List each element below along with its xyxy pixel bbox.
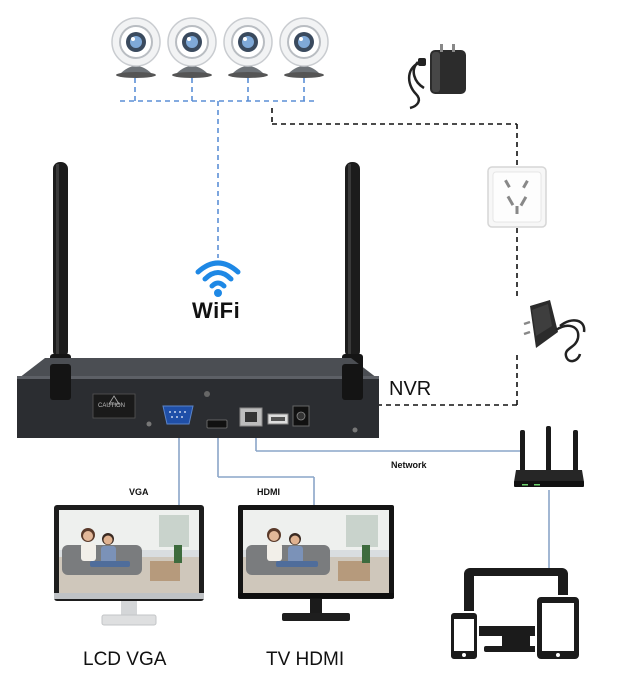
tv-monitor xyxy=(238,505,394,627)
network-label: Network xyxy=(391,460,427,470)
ip-camera-1 xyxy=(108,16,164,78)
ip-camera-2 xyxy=(164,16,220,78)
nvr-label: NVR xyxy=(389,378,432,400)
multi-device-icon xyxy=(448,566,586,664)
vga-port-label: VGA xyxy=(129,487,149,497)
hdmi-port-label: HDMI xyxy=(257,487,280,497)
power-adapter-icon xyxy=(400,40,480,112)
lcd-monitor xyxy=(54,505,204,629)
power-path xyxy=(271,108,518,406)
caution-label: CAUTION xyxy=(98,403,125,409)
lcd-vga-label: LCD VGA xyxy=(83,649,167,670)
ip-camera-3 xyxy=(220,16,276,78)
router-icon xyxy=(512,426,586,492)
wifi-icon xyxy=(194,258,242,298)
ip-camera-4 xyxy=(276,16,332,78)
camera-bus xyxy=(120,78,318,258)
power-adapter-icon-2 xyxy=(520,292,590,370)
nvr-recorder xyxy=(15,158,381,440)
tv-hdmi-label: TV HDMI xyxy=(266,649,345,670)
wall-socket-icon xyxy=(487,166,547,228)
wifi-label: WiFi xyxy=(192,298,241,323)
